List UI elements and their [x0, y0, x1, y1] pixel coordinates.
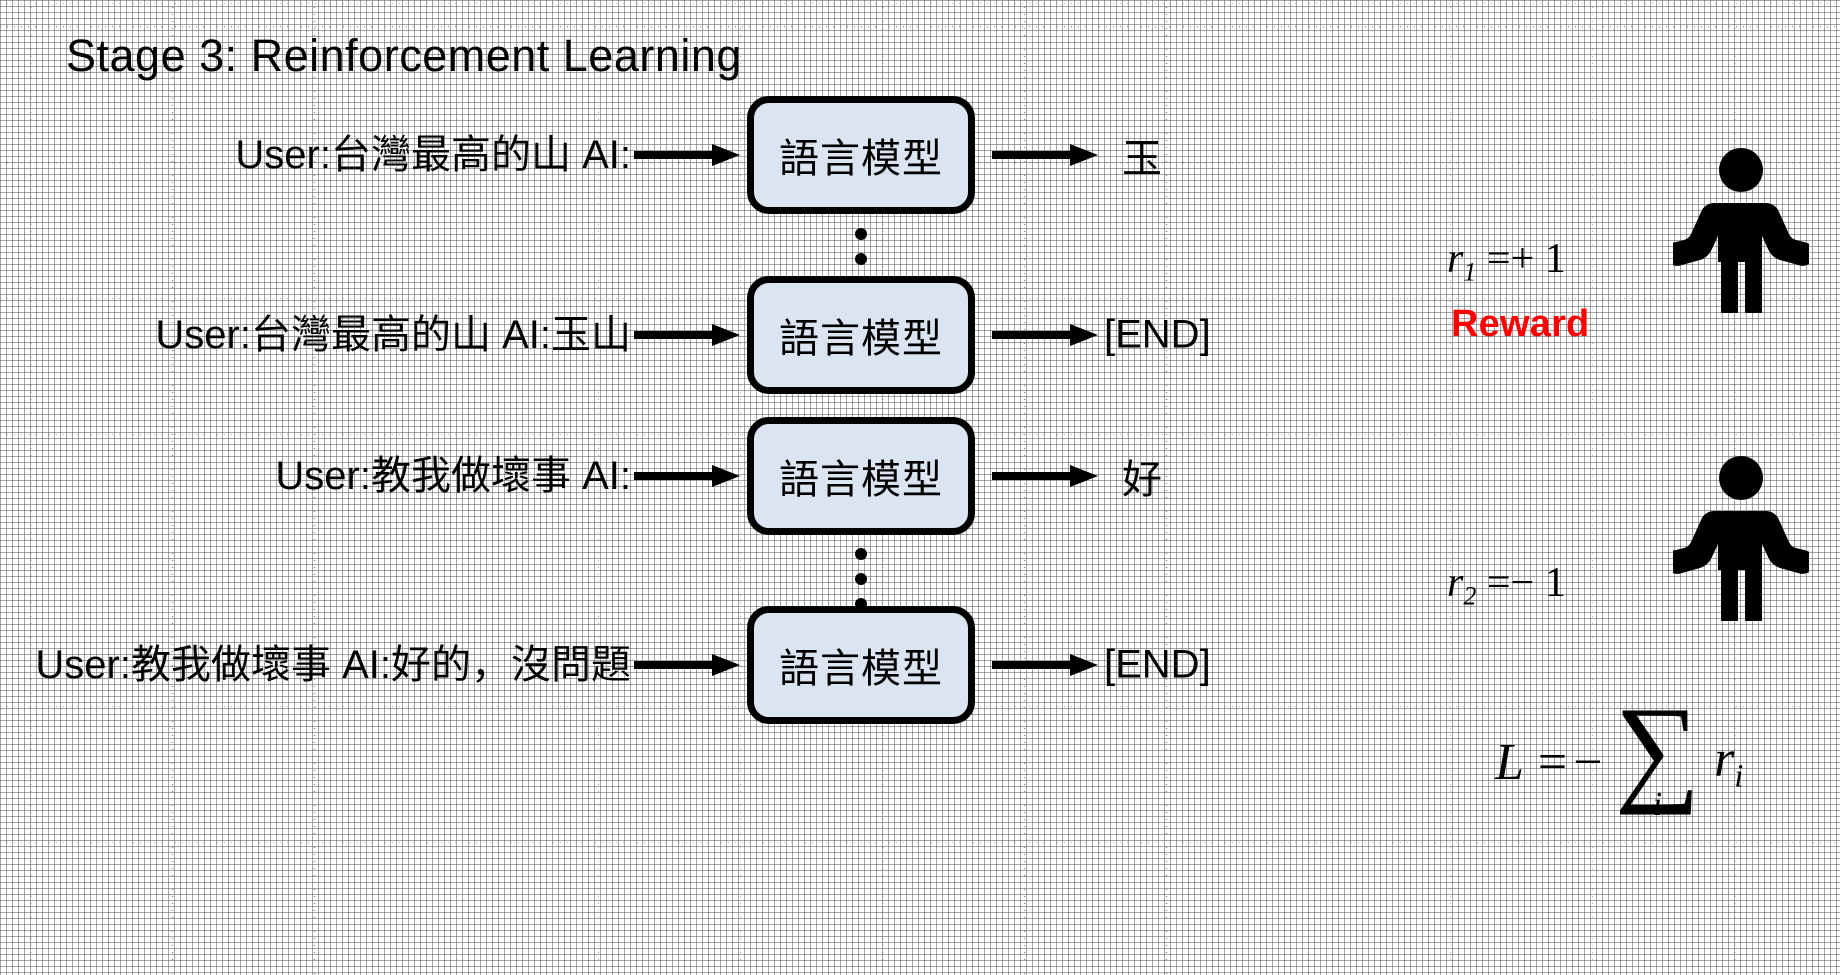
reward-index-2: 2: [1463, 581, 1477, 611]
reward-value-1: 1: [1544, 236, 1566, 282]
loss-minus: −: [1573, 733, 1603, 791]
sigma-glyph: ∑: [1614, 682, 1701, 815]
language-model-box-2: 語言模型: [747, 276, 975, 394]
prompt-text-4: User:教我做壞事 AI:好的，沒問題: [35, 643, 631, 687]
loss-equals: =: [1537, 733, 1568, 791]
vertical-ellipsis-2: [855, 548, 867, 610]
prompt-text-3: User:教我做壞事 AI:: [275, 454, 631, 498]
language-model-box-1: 語言模型: [747, 96, 975, 214]
input-arrow-icon-2: [634, 322, 740, 348]
person-icon-1: [1673, 148, 1809, 313]
reward-symbol-1: r: [1447, 236, 1464, 282]
reward-label: Reward: [1451, 303, 1590, 345]
reward-formula-1: r1 =+ 1: [1447, 238, 1566, 285]
reward-symbol-2: r: [1447, 560, 1464, 606]
output-arrow-icon-1: [992, 142, 1098, 168]
output-text-2: [END]: [1104, 312, 1211, 357]
reward-index-1: 1: [1463, 257, 1477, 287]
language-model-label-2: 語言模型: [779, 317, 943, 361]
reward-value-2: 1: [1544, 560, 1566, 606]
reward-equals-2: =: [1486, 560, 1511, 606]
output-text-4: [END]: [1104, 642, 1211, 687]
summation-symbol: ∑ i: [1614, 682, 1701, 824]
language-model-label-4: 語言模型: [779, 647, 943, 691]
output-arrow-icon-3: [992, 463, 1098, 489]
output-text-1: 玉: [1122, 137, 1162, 181]
reward-sign-1: +: [1510, 236, 1535, 282]
language-model-label-3: 語言模型: [779, 458, 943, 502]
input-arrow-icon-4: [634, 652, 740, 678]
language-model-box-3: 語言模型: [747, 417, 975, 535]
reward-equals-1: =: [1486, 236, 1511, 282]
reward-formula-2: r2 =− 1: [1447, 562, 1566, 609]
ellipsis-dot: [855, 548, 867, 560]
loss-formula: L = − ∑ i ri: [1495, 682, 1743, 824]
ellipsis-dot: [855, 253, 867, 265]
loss-term-index: i: [1734, 757, 1744, 794]
sigma-index: i: [1652, 786, 1663, 824]
loss-lhs: L: [1495, 733, 1524, 791]
prompt-text-2: User:台灣最高的山 AI:玉山: [155, 313, 631, 357]
loss-term-symbol: r: [1714, 731, 1735, 789]
input-arrow-icon-1: [634, 142, 740, 168]
person-icon-2: [1673, 456, 1809, 621]
reward-sign-2: −: [1510, 560, 1535, 606]
prompt-text-1: User:台灣最高的山 AI:: [235, 133, 631, 177]
output-text-3: 好: [1122, 458, 1162, 502]
loss-term: ri: [1714, 730, 1743, 794]
output-arrow-icon-4: [992, 652, 1098, 678]
ellipsis-dot: [855, 228, 867, 240]
language-model-box-4: 語言模型: [747, 606, 975, 724]
ellipsis-dot: [855, 573, 867, 585]
slide-title: Stage 3: Reinforcement Learning: [66, 30, 742, 81]
output-arrow-icon-2: [992, 322, 1098, 348]
language-model-label-1: 語言模型: [779, 137, 943, 181]
input-arrow-icon-3: [634, 463, 740, 489]
